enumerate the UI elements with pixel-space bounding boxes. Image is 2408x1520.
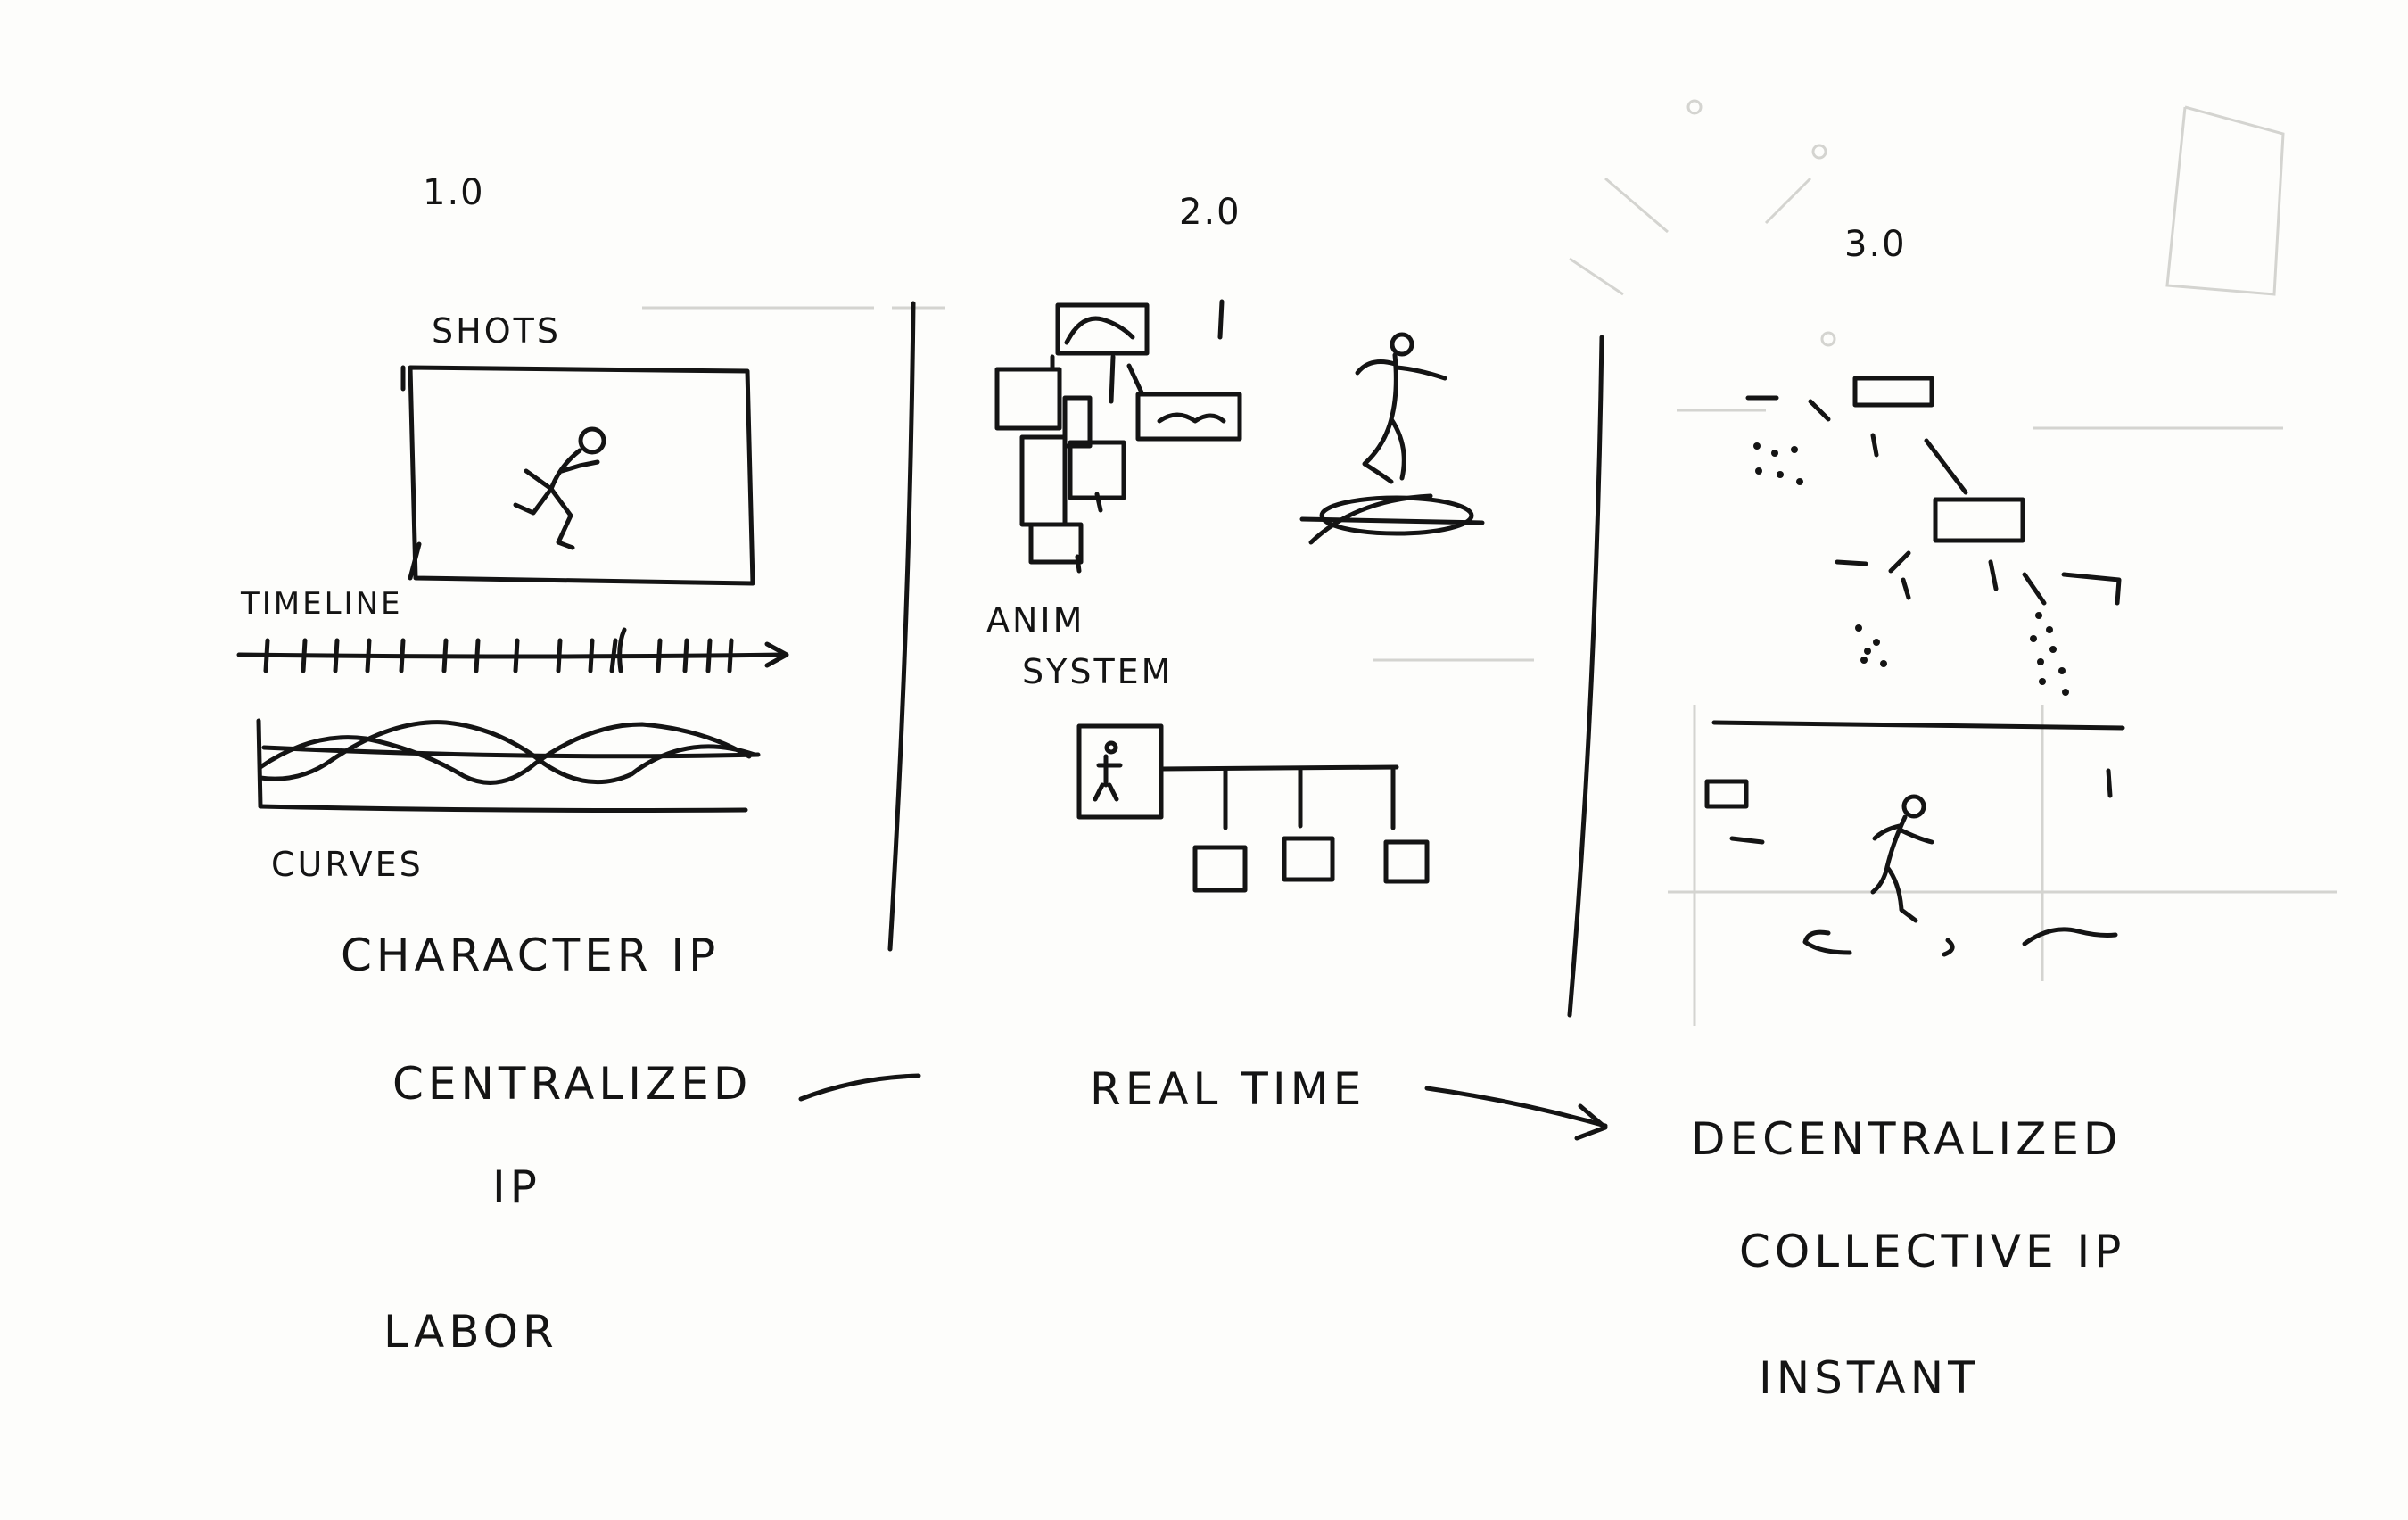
running-figure-realtime (1299, 332, 1485, 545)
collective-ip-label: COLLECTIVE IP (1739, 1226, 2126, 1277)
ip-label: IP (492, 1161, 541, 1213)
decentralized-tree (1711, 376, 2125, 731)
curves-graph (256, 718, 761, 813)
timeline-label: TIMELINE (241, 586, 403, 622)
tree-dots (1753, 442, 2069, 696)
shot-frame (400, 365, 755, 586)
running-figure-shot (513, 426, 606, 550)
org-chart (1076, 723, 1430, 893)
divider-tick (1217, 299, 1225, 340)
version-label-3: 3.0 (1844, 224, 1907, 265)
instant-label: INSTANT (1759, 1352, 1980, 1404)
decentralized-label: DECENTRALIZED (1691, 1113, 2123, 1165)
curves-label: CURVES (271, 845, 424, 884)
realtime-arrow (1424, 1086, 1608, 1141)
system-label: SYSTEM (1022, 652, 1174, 691)
timeline-arrow (236, 627, 789, 673)
centralized-label: CENTRALIZED (392, 1058, 753, 1110)
character-ip-label: CHARACTER IP (341, 929, 721, 981)
bleed-through-marks (642, 99, 2337, 1026)
instant-scene (1704, 768, 2118, 957)
real-time-label: REAL TIME (1090, 1063, 1366, 1115)
version-label-1: 1.0 (423, 172, 485, 213)
anim-hierarchy (994, 302, 1242, 574)
anim-label: ANIM (986, 600, 1085, 640)
centralized-dash (798, 1073, 921, 1102)
labor-label: LABOR (383, 1306, 558, 1358)
divider-line-1 (887, 301, 916, 952)
divider-line-2 (1567, 335, 1604, 1018)
shots-label: SHOTS (432, 311, 561, 351)
version-label-2: 2.0 (1179, 192, 1241, 233)
